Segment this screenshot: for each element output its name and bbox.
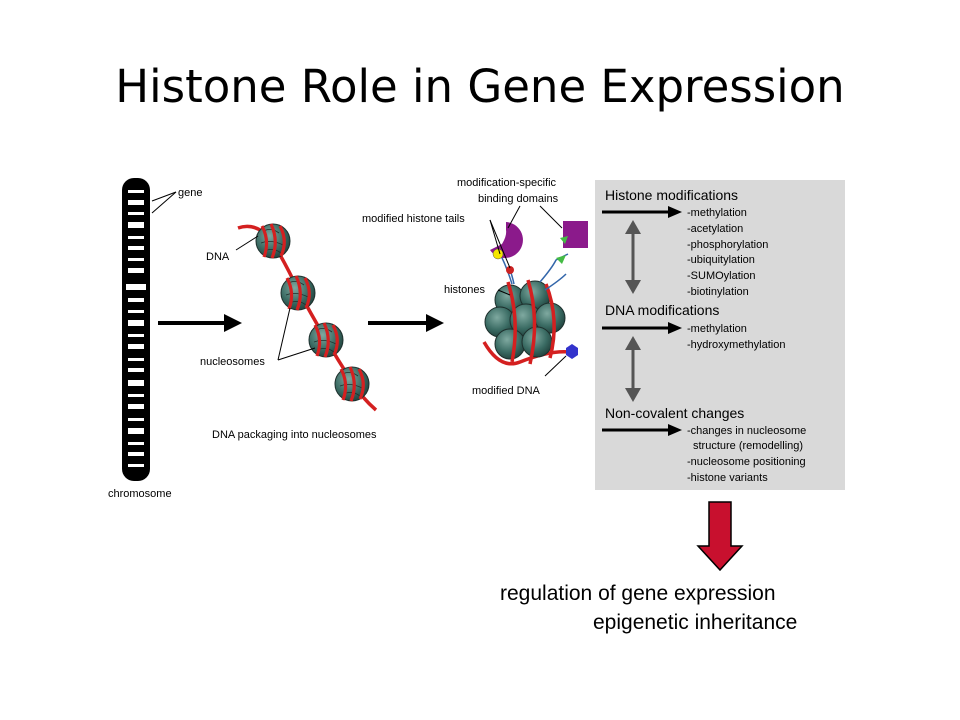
nucleosome-1 xyxy=(254,222,292,260)
slide-title: Histone Role in Gene Expression xyxy=(115,60,845,113)
closeup-pointer-lines xyxy=(489,205,567,377)
noncovalent-heading: Non-covalent changes xyxy=(605,405,744,421)
binding-domain-square xyxy=(563,221,588,248)
nucleosome-3 xyxy=(307,321,345,359)
green-mark-2 xyxy=(556,255,566,264)
outcome-arrow xyxy=(696,501,744,572)
dna-modification-mark xyxy=(566,344,578,359)
binding-domains-label-1: modification-specific xyxy=(457,177,557,189)
gene-pointer-lines xyxy=(151,191,177,214)
modified-dna-label: modified DNA xyxy=(472,385,541,397)
green-mark-1 xyxy=(560,236,568,244)
dna-mod-item: -hydroxymethylation xyxy=(687,339,785,351)
chromosome-label: chromosome xyxy=(108,488,172,500)
outcome-line-2: epigenetic inheritance xyxy=(593,611,797,634)
noncovalent-item: -changes in nucleosome xyxy=(687,425,806,437)
noncovalent-item: structure (remodelling) xyxy=(693,440,803,452)
modified-nucleosome xyxy=(482,279,571,366)
noncovalent-item: -histone variants xyxy=(687,472,768,484)
arrow-to-modifications xyxy=(368,314,444,332)
outcome-line-1: regulation of gene expression xyxy=(500,582,776,605)
histone-mod-item: -acetylation xyxy=(687,223,743,235)
gene-label: gene xyxy=(178,187,202,199)
dna-mod-item: -methylation xyxy=(687,323,747,335)
histone-mod-item: -biotinylation xyxy=(687,286,749,298)
pointer-lines xyxy=(235,235,316,361)
binding-domains-label-2: binding domains xyxy=(478,193,559,205)
histone-mods-heading: Histone modifications xyxy=(605,187,738,203)
histone-mod-item: -methylation xyxy=(687,207,747,219)
histones-label: histones xyxy=(444,284,485,296)
nucleosome-4 xyxy=(333,365,371,403)
yellow-mark xyxy=(492,248,504,260)
modified-tails-label: modified histone tails xyxy=(362,213,465,225)
noncovalent-item: -nucleosome positioning xyxy=(687,456,806,468)
chromosome xyxy=(122,178,150,481)
dna-mods-arrow xyxy=(602,322,682,334)
dna-label: DNA xyxy=(206,251,230,263)
dna-mods-heading: DNA modifications xyxy=(605,302,719,318)
nucleosomes-label: nucleosomes xyxy=(200,356,265,368)
noncovalent-arrow xyxy=(602,424,682,436)
histone-mod-item: -phosphorylation xyxy=(687,239,768,251)
double-arrow-2 xyxy=(625,336,641,402)
histone-mod-item: -ubiquitylation xyxy=(687,254,755,266)
histone-mods-arrow xyxy=(602,206,682,218)
packaging-label: DNA packaging into nucleosomes xyxy=(212,429,377,441)
histone-mod-item: -SUMOylation xyxy=(687,270,755,282)
nucleosome-2 xyxy=(279,274,317,312)
double-arrow-1 xyxy=(625,220,641,294)
arrow-to-nucleosomes xyxy=(158,314,242,332)
red-mark xyxy=(506,266,514,274)
